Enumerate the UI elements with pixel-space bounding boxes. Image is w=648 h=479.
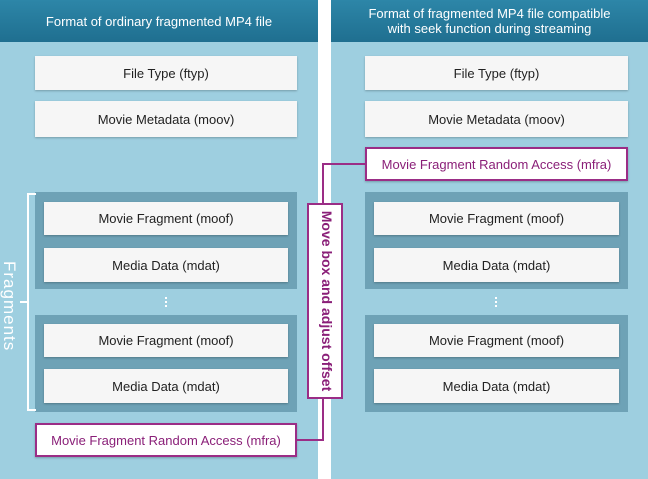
right-moof-box-2: Movie Fragment (moof) — [374, 324, 619, 357]
left-moof-box-1: Movie Fragment (moof) — [44, 202, 288, 235]
right-mfra-box: Movie Fragment Random Access (mfra) — [365, 147, 628, 181]
left-moov-box: Movie Metadata (moov) — [35, 101, 297, 137]
right-moof-box-1: Movie Fragment (moof) — [374, 202, 619, 235]
left-ftyp-box: File Type (ftyp) — [35, 56, 297, 90]
right-ftyp-box: File Type (ftyp) — [365, 56, 628, 90]
fragments-bracket-tick — [20, 301, 28, 303]
left-mdat-box-1: Media Data (mdat) — [44, 248, 288, 282]
right-panel-title-line-2: with seek function during streaming — [387, 21, 592, 36]
left-moof-box-2: Movie Fragment (moof) — [44, 324, 288, 357]
right-panel-title: Format of fragmented MP4 file compatible… — [331, 0, 648, 42]
left-mdat-box-2: Media Data (mdat) — [44, 369, 288, 403]
left-panel: Format of ordinary fragmented MP4 file F… — [0, 0, 318, 479]
right-mdat-box-2: Media Data (mdat) — [374, 369, 619, 403]
left-ellipsis — [162, 297, 170, 307]
right-moov-box: Movie Metadata (moov) — [365, 101, 628, 137]
fragments-label: Fragments — [0, 261, 19, 352]
left-mfra-box: Movie Fragment Random Access (mfra) — [35, 423, 297, 457]
right-mdat-box-1: Media Data (mdat) — [374, 248, 619, 282]
connector-line-bottom — [297, 439, 324, 441]
left-panel-title: Format of ordinary fragmented MP4 file — [0, 0, 318, 42]
move-box-callout — [307, 203, 343, 399]
fragments-bracket — [27, 193, 36, 411]
right-panel-title-line-1: Format of fragmented MP4 file compatible — [368, 6, 611, 21]
move-box-label: Move box and adjust offset — [319, 210, 335, 392]
connector-line-top — [322, 163, 365, 165]
right-panel: Format of fragmented MP4 file compatible… — [331, 0, 648, 479]
right-ellipsis — [492, 297, 500, 307]
